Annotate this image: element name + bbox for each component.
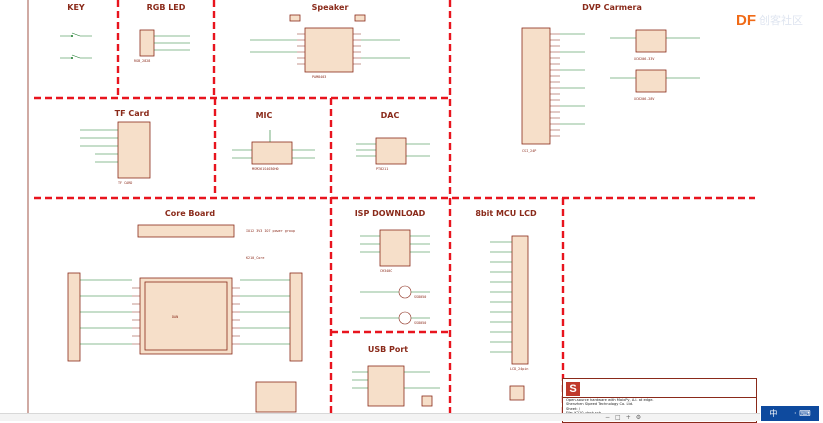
- ldo-2-label: XC6206-28V: [634, 97, 654, 101]
- key-switches: [60, 32, 92, 59]
- brand-watermark: DF 创客社区: [736, 8, 803, 32]
- title-tf-card: TF Card: [115, 109, 150, 118]
- title-mcu-lcd: 8bit MCU LCD: [475, 209, 537, 218]
- ime-mode-label: 中: [769, 409, 778, 418]
- title-speaker: Speaker: [312, 3, 349, 12]
- title-mic: MIC: [256, 111, 273, 120]
- title-core-board: Core Board: [165, 209, 215, 218]
- mic-part-label: MSM261S4030H0: [252, 167, 279, 171]
- ldo-1-label: XC6206-33V: [634, 57, 654, 61]
- viewer-status-bar: [0, 413, 760, 421]
- speaker-amp: PAM8403: [250, 14, 410, 79]
- lcd-conn-label: LCD_24pin: [510, 367, 528, 371]
- camera-connector: CSI_24P XC6206-33V XC6206-28V: [521, 27, 700, 153]
- brand-logo-suffix: 创客社区: [759, 14, 803, 27]
- sipeed-logo: S: [566, 382, 580, 396]
- core-note-label: IO12 3V3 IO7 power group: [246, 229, 295, 233]
- title-key: KEY: [67, 3, 85, 12]
- core-module-label: K210_Core: [246, 256, 264, 260]
- title-dac: DAC: [381, 111, 400, 120]
- zoom-out-icon[interactable]: −: [605, 414, 611, 421]
- usb-port-circuit: [352, 365, 440, 407]
- title-block-line1: Open-source hardware with MaixPy, A.I. a…: [566, 398, 654, 402]
- title-usb-port: USB Port: [368, 345, 408, 354]
- transistor-2-label: SS8050: [414, 321, 426, 325]
- dac-part: PT8211: [356, 137, 430, 171]
- isp-download-circuit: CH340C SS8050 SS8050: [360, 229, 430, 325]
- camera-conn-label: CSI_24P: [522, 149, 536, 153]
- rgb-led-part: RGB_2828: [134, 29, 190, 63]
- mic-part: MSM261S4030H0: [232, 130, 315, 171]
- core-board-module: DAN IO12 3V3 IO7 power group K210_Core: [67, 224, 303, 413]
- keyboard-icon: · ⌨: [794, 409, 811, 418]
- transistor-1-label: SS8050: [414, 295, 426, 299]
- title-rgb-led: RGB LED: [147, 3, 186, 12]
- title-block-line3: Sheet: /: [566, 406, 580, 411]
- tf-card-part-label: TF CARD: [118, 181, 132, 185]
- title-block-line2: Shenzhen Sipeed Technology Co. Ltd.: [566, 402, 634, 407]
- section-dividers: [34, 0, 755, 421]
- lcd-connector: LCD_24pin: [490, 235, 529, 401]
- settings-icon[interactable]: ⚙: [635, 414, 642, 421]
- title-dvp-camera: DVP Carmera: [582, 3, 642, 12]
- brand-logo: DF: [736, 11, 756, 29]
- dac-part-label: PT8211: [376, 167, 388, 171]
- fit-icon[interactable]: □: [615, 414, 621, 421]
- led-part-label: RGB_2828: [134, 59, 150, 63]
- title-block-divider: [563, 397, 756, 398]
- ime-indicator[interactable]: 中 · ⌨: [761, 406, 819, 421]
- zoom-in-icon[interactable]: +: [625, 414, 631, 421]
- speaker-amp-label: PAM8403: [312, 75, 326, 79]
- viewer-tool-icons: − □ + ⚙: [605, 414, 641, 421]
- tf-card-socket: TF CARD: [80, 121, 151, 185]
- title-isp-download: ISP DOWNLOAD: [355, 209, 426, 218]
- core-center-label: DAN: [172, 315, 178, 319]
- usb-serial-label: CH340C: [380, 269, 392, 273]
